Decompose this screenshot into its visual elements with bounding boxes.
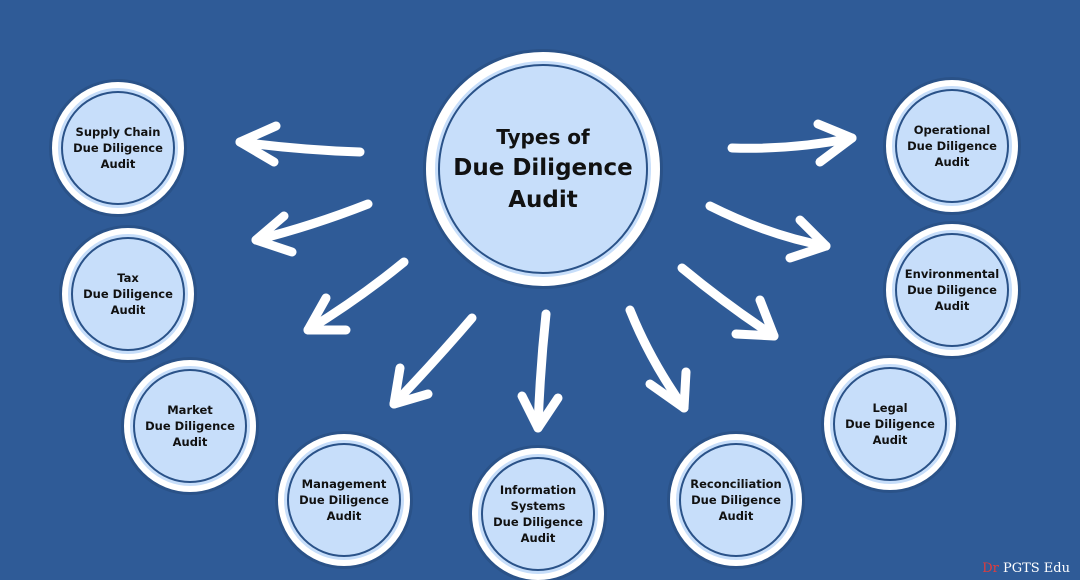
node-tax: Tax Due Diligence Audit [62,228,194,360]
node-label-line1: Management [301,477,387,491]
watermark: Dr PGTS Edu [982,561,1070,576]
node-legal: Legal Due Diligence Audit [824,358,956,490]
node-environmental: Environmental Due Diligence Audit [886,224,1018,356]
node-label-line3: Audit [934,299,970,313]
node-label-line2: Due Diligence [493,515,583,529]
node-label-line2: Due Diligence [73,141,163,155]
node-label-line3: Audit [718,509,754,523]
node-label-line3: Audit [100,157,136,171]
node-label-line1: Operational [913,123,991,137]
arrow-to-operational [727,119,857,167]
center-title-line2: Due Diligence [453,155,633,181]
node-label-line1: Legal [872,401,908,415]
node-label-line2: Due Diligence [691,493,781,507]
node-operational: Operational Due Diligence Audit [886,80,1018,212]
node-label-line2: Due Diligence [83,287,173,301]
node-label-line1: Information [499,483,577,497]
node-label-line1: Market [167,403,213,417]
node-label-line3: Audit [110,303,146,317]
arrow-to-environmental [705,201,831,263]
node-market: Market Due Diligence Audit [124,360,256,492]
node-label-line3: Audit [520,531,556,545]
node-label-line2: Due Diligence [907,283,997,297]
node-label-line2: Due Diligence [907,139,997,153]
arrow-to-legal [677,263,779,341]
node-label-line3: Audit [326,509,362,523]
arrow-to-tax [251,199,373,257]
node-label-line2: Due Diligence [299,493,389,507]
node-information-systems: Information Systems Due Diligence Audit [472,448,604,580]
node-label-line3: Audit [934,155,970,169]
node-label-line2: Due Diligence [845,417,935,431]
watermark-prefix: Dr [982,561,999,576]
node-label-line2: Due Diligence [145,419,235,433]
arrow-to-management [389,313,477,409]
node-management: Management Due Diligence Audit [278,434,410,566]
arrow-to-market [303,257,409,335]
arrow-to-supply-chain [235,121,365,167]
node-reconciliation: Reconciliation Due Diligence Audit [670,434,802,566]
center-title-line3: Audit [508,187,578,213]
node-label-line1: Tax [117,271,139,285]
arrow-to-reconciliation [625,305,691,413]
center-node: Types of Due Diligence Audit [426,52,660,286]
node-label-line1: Environmental [904,267,1000,281]
node-label-line3: Audit [872,433,908,447]
center-title-line1: Types of [496,125,590,149]
node-label-line1: Reconciliation [690,477,782,491]
node-label-line1b: Systems [510,499,566,513]
watermark-text: PGTS Edu [1002,561,1070,576]
arrow-to-information-systems [517,309,563,433]
node-label-line1: Supply Chain [75,125,161,139]
node-supply-chain: Supply Chain Due Diligence Audit [52,82,184,214]
node-label-line3: Audit [172,435,208,449]
